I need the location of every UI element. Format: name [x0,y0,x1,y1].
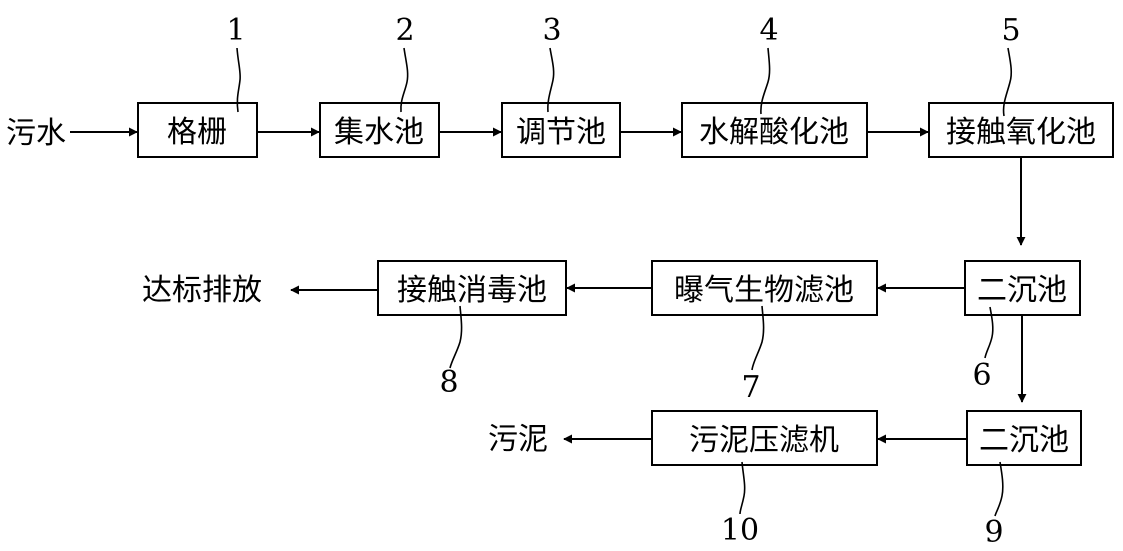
disinfection-tank-label: 接触消毒池 [397,273,547,308]
regulating-tank-node: 调节池 [501,102,621,158]
callout-8: 8 [439,365,458,400]
callout-2-leader [400,47,409,113]
grille-box [137,102,258,158]
sludge-filter-press-label: 污泥压滤机 [689,423,839,458]
secondary-settling-tank-6-node: 二沉池 [964,260,1081,316]
callout-8-leader [449,305,463,369]
callout-4-leader [760,47,771,115]
sludge-filter-press-node: 污泥压滤机 [651,410,878,466]
contact-oxidation-tank-node: 接触氧化池 [928,102,1114,158]
callout-10: 10 [721,513,759,548]
secondary-settling-tank-6-label: 二沉池 [977,273,1067,308]
disinfection-tank-node: 接触消毒池 [377,260,567,316]
callout-5: 5 [1001,13,1020,48]
callout-10-leader [739,461,746,515]
callout-1-leader [236,47,241,113]
biofilter-box [651,260,878,316]
callout-2: 2 [395,13,414,48]
grille-label: 格栅 [167,115,227,150]
regulating-tank-label: 调节池 [516,115,606,150]
secondary-settling-tank-9-node: 二沉池 [966,410,1082,466]
secondary-settling-tank-9-label: 二沉池 [979,423,1069,458]
callout-6-leader [984,306,994,359]
contact-oxidation-tank-label: 接触氧化池 [946,115,1096,150]
collection-tank-node: 集水池 [319,102,440,158]
disinfection-tank-box [377,260,567,316]
hydrolysis-tank-label: 水解酸化池 [699,115,849,150]
callout-7: 7 [741,370,760,405]
hydrolysis-tank-node: 水解酸化池 [681,102,868,158]
secondary-settling-tank-6-box [964,260,1081,316]
discharge-output-label: 达标排放 [142,273,262,308]
callout-9-leader [994,461,1004,517]
hydrolysis-tank-box [681,102,868,158]
callout-7-leader [751,305,765,371]
sewage-input-label: 污水 [6,116,66,151]
callout-4: 4 [759,13,778,48]
callout-5-leader [1002,47,1013,117]
sludge-output-label: 污泥 [488,422,548,457]
regulating-tank-box [501,102,621,158]
contact-oxidation-tank-box [928,102,1114,158]
collection-tank-label: 集水池 [334,115,424,150]
callout-1: 1 [226,13,245,48]
callout-3-leader [547,47,555,113]
biofilter-label: 曝气生物滤池 [674,273,854,308]
biofilter-node: 曝气生物滤池 [651,260,878,316]
callout-6: 6 [972,358,991,393]
callout-3: 3 [542,13,561,48]
callout-9: 9 [984,515,1003,550]
sludge-filter-press-box [651,410,878,466]
secondary-settling-tank-9-box [966,410,1082,466]
grille-node: 格栅 [137,102,258,158]
collection-tank-box [319,102,440,158]
